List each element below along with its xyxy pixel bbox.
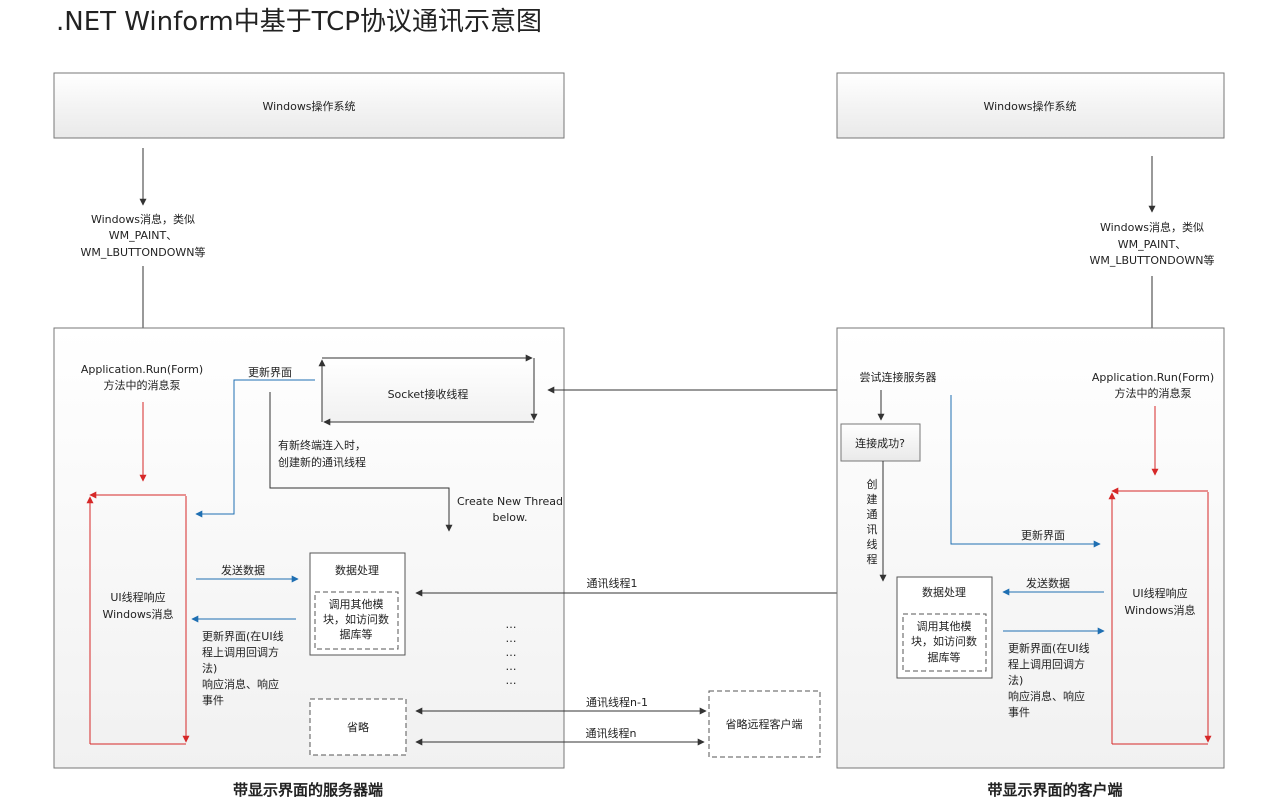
client-data-processing-label: 数据处理 — [922, 585, 966, 599]
svg-text:创: 创 — [867, 478, 878, 491]
svg-text:创建新的通讯线程: 创建新的通讯线程 — [278, 455, 366, 469]
svg-text:法): 法) — [202, 661, 217, 675]
server-omit-label: 省略 — [347, 720, 369, 734]
svg-text:WM_LBUTTONDOWN等: WM_LBUTTONDOWN等 — [1090, 253, 1215, 267]
svg-text:据库等: 据库等 — [928, 650, 961, 664]
comm-thread-1-label: 通讯线程1 — [587, 576, 638, 590]
svg-text:程上调用回调方: 程上调用回调方 — [1008, 657, 1085, 671]
server-omit-box — [309, 698, 407, 756]
svg-text:…: … — [506, 618, 517, 631]
socket-loop — [318, 354, 538, 426]
svg-text:事件: 事件 — [1008, 706, 1030, 719]
server-windows-message-text: Windows消息，类似 WM_PAINT、 WM_LBUTTONDOWN等 — [81, 212, 206, 259]
client-panel — [836, 327, 1225, 769]
server-call-modules-box — [314, 591, 399, 650]
diagram-title: .NET Winform中基于TCP协议通讯示意图 — [56, 7, 542, 37]
svg-text:Application.Run(Form): Application.Run(Form) — [1092, 371, 1214, 384]
client-update-ui-label: 更新界面 — [1021, 528, 1065, 542]
svg-text:通: 通 — [867, 508, 878, 521]
comm-thread-n-label: 通讯线程n — [586, 726, 637, 740]
svg-text:更新界面(在UI线: 更新界面(在UI线 — [202, 629, 284, 643]
omit-remote-client-label: 省略远程客户端 — [726, 717, 803, 731]
svg-text:Windows消息，类似: Windows消息，类似 — [1100, 220, 1204, 234]
client-callback-text: 更新界面(在UI线 程上调用回调方 法) 响应消息、响应 事件 — [1008, 641, 1090, 719]
server-update-ui-arrow — [195, 379, 315, 518]
comm-thread-n1-label: 通讯线程n-1 — [586, 695, 648, 709]
svg-text:WM_PAINT、: WM_PAINT、 — [109, 229, 178, 242]
server-os-box — [53, 72, 565, 139]
svg-text:建: 建 — [867, 492, 878, 506]
svg-text:块，如访问数: 块，如访问数 — [323, 612, 389, 626]
client-ui-thread-label: UI线程响应 Windows消息 — [1124, 586, 1195, 617]
svg-text:据库等: 据库等 — [340, 627, 373, 641]
svg-text:WM_LBUTTONDOWN等: WM_LBUTTONDOWN等 — [81, 245, 206, 259]
svg-text:…: … — [506, 646, 517, 659]
client-connect-ok-box — [840, 423, 921, 462]
svg-text:有新终端连入时，: 有新终端连入时， — [278, 438, 366, 452]
socket-receive-label: Socket接收线程 — [388, 387, 469, 401]
client-update-ui-arrow — [950, 395, 1101, 548]
client-os-label: Windows操作系统 — [983, 99, 1076, 113]
server-call-modules-text: 调用其他模 块，如访问数 据库等 — [323, 598, 389, 641]
svg-text:块，如访问数: 块，如访问数 — [911, 634, 977, 648]
svg-text:…: … — [506, 660, 517, 673]
create-new-thread-text: Create New Thread below. — [457, 495, 563, 524]
svg-text:Windows消息: Windows消息 — [102, 607, 173, 621]
client-os-box — [836, 72, 1225, 139]
server-data-processing-label: 数据处理 — [335, 563, 379, 577]
omit-remote-client-box — [708, 690, 821, 758]
new-terminal-text: 有新终端连入时， 创建新的通讯线程 — [278, 438, 366, 469]
client-send-data-label: 发送数据 — [1026, 576, 1070, 590]
svg-text:响应消息、响应: 响应消息、响应 — [1008, 689, 1085, 703]
svg-text:Windows消息，类似: Windows消息，类似 — [91, 212, 195, 226]
svg-text:响应消息、响应: 响应消息、响应 — [202, 677, 279, 691]
svg-text:法): 法) — [1008, 673, 1023, 687]
svg-text:更新界面(在UI线: 更新界面(在UI线 — [1008, 641, 1090, 655]
svg-text:程上调用回调方: 程上调用回调方 — [202, 645, 279, 659]
svg-text:below.: below. — [492, 511, 527, 524]
ellipsis-dots: … … … … … — [506, 618, 517, 687]
svg-text:讯: 讯 — [867, 523, 878, 536]
socket-receive-box — [322, 358, 534, 422]
client-create-comm-text: 创 建 通 讯 线 程 — [867, 478, 878, 566]
client-windows-message-text: Windows消息，类似 WM_PAINT、 WM_LBUTTONDOWN等 — [1090, 220, 1215, 267]
svg-text:…: … — [506, 632, 517, 645]
server-message-pump: Application.Run(Form) 方法中的消息泵 — [81, 363, 203, 392]
svg-text:方法中的消息泵: 方法中的消息泵 — [104, 378, 181, 392]
svg-text:…: … — [506, 674, 517, 687]
server-callback-text: 更新界面(在UI线 程上调用回调方 法) 响应消息、响应 事件 — [202, 629, 284, 707]
svg-text:Create New Thread: Create New Thread — [457, 495, 563, 508]
client-call-modules-box — [902, 613, 987, 672]
svg-text:事件: 事件 — [202, 694, 224, 707]
client-ui-thread-loop — [1108, 487, 1212, 745]
svg-text:方法中的消息泵: 方法中的消息泵 — [1115, 386, 1192, 400]
client-message-pump: Application.Run(Form) 方法中的消息泵 — [1092, 371, 1214, 400]
server-os-label: Windows操作系统 — [262, 99, 355, 113]
client-caption: 带显示界面的客户端 — [987, 781, 1122, 799]
client-connect-ok-label: 连接成功? — [855, 437, 905, 450]
server-update-ui-label: 更新界面 — [248, 365, 292, 379]
svg-text:Windows消息: Windows消息 — [1124, 603, 1195, 617]
svg-text:Application.Run(Form): Application.Run(Form) — [81, 363, 203, 376]
server-caption: 带显示界面的服务器端 — [233, 781, 383, 799]
svg-text:UI线程响应: UI线程响应 — [110, 590, 165, 604]
server-ui-thread-loop — [86, 491, 190, 745]
svg-text:线: 线 — [867, 537, 878, 551]
client-try-connect-label: 尝试连接服务器 — [860, 371, 937, 384]
create-thread-arrow — [269, 392, 453, 532]
svg-text:UI线程响应: UI线程响应 — [1132, 586, 1187, 600]
svg-text:WM_PAINT、: WM_PAINT、 — [1118, 238, 1187, 251]
client-call-modules-text: 调用其他模 块，如访问数 据库等 — [911, 620, 977, 664]
svg-text:调用其他模: 调用其他模 — [329, 598, 384, 611]
svg-text:调用其他模: 调用其他模 — [917, 620, 972, 633]
svg-text:程: 程 — [867, 553, 878, 566]
server-ui-thread-label: UI线程响应 Windows消息 — [102, 590, 173, 621]
server-send-data-label: 发送数据 — [221, 563, 265, 577]
